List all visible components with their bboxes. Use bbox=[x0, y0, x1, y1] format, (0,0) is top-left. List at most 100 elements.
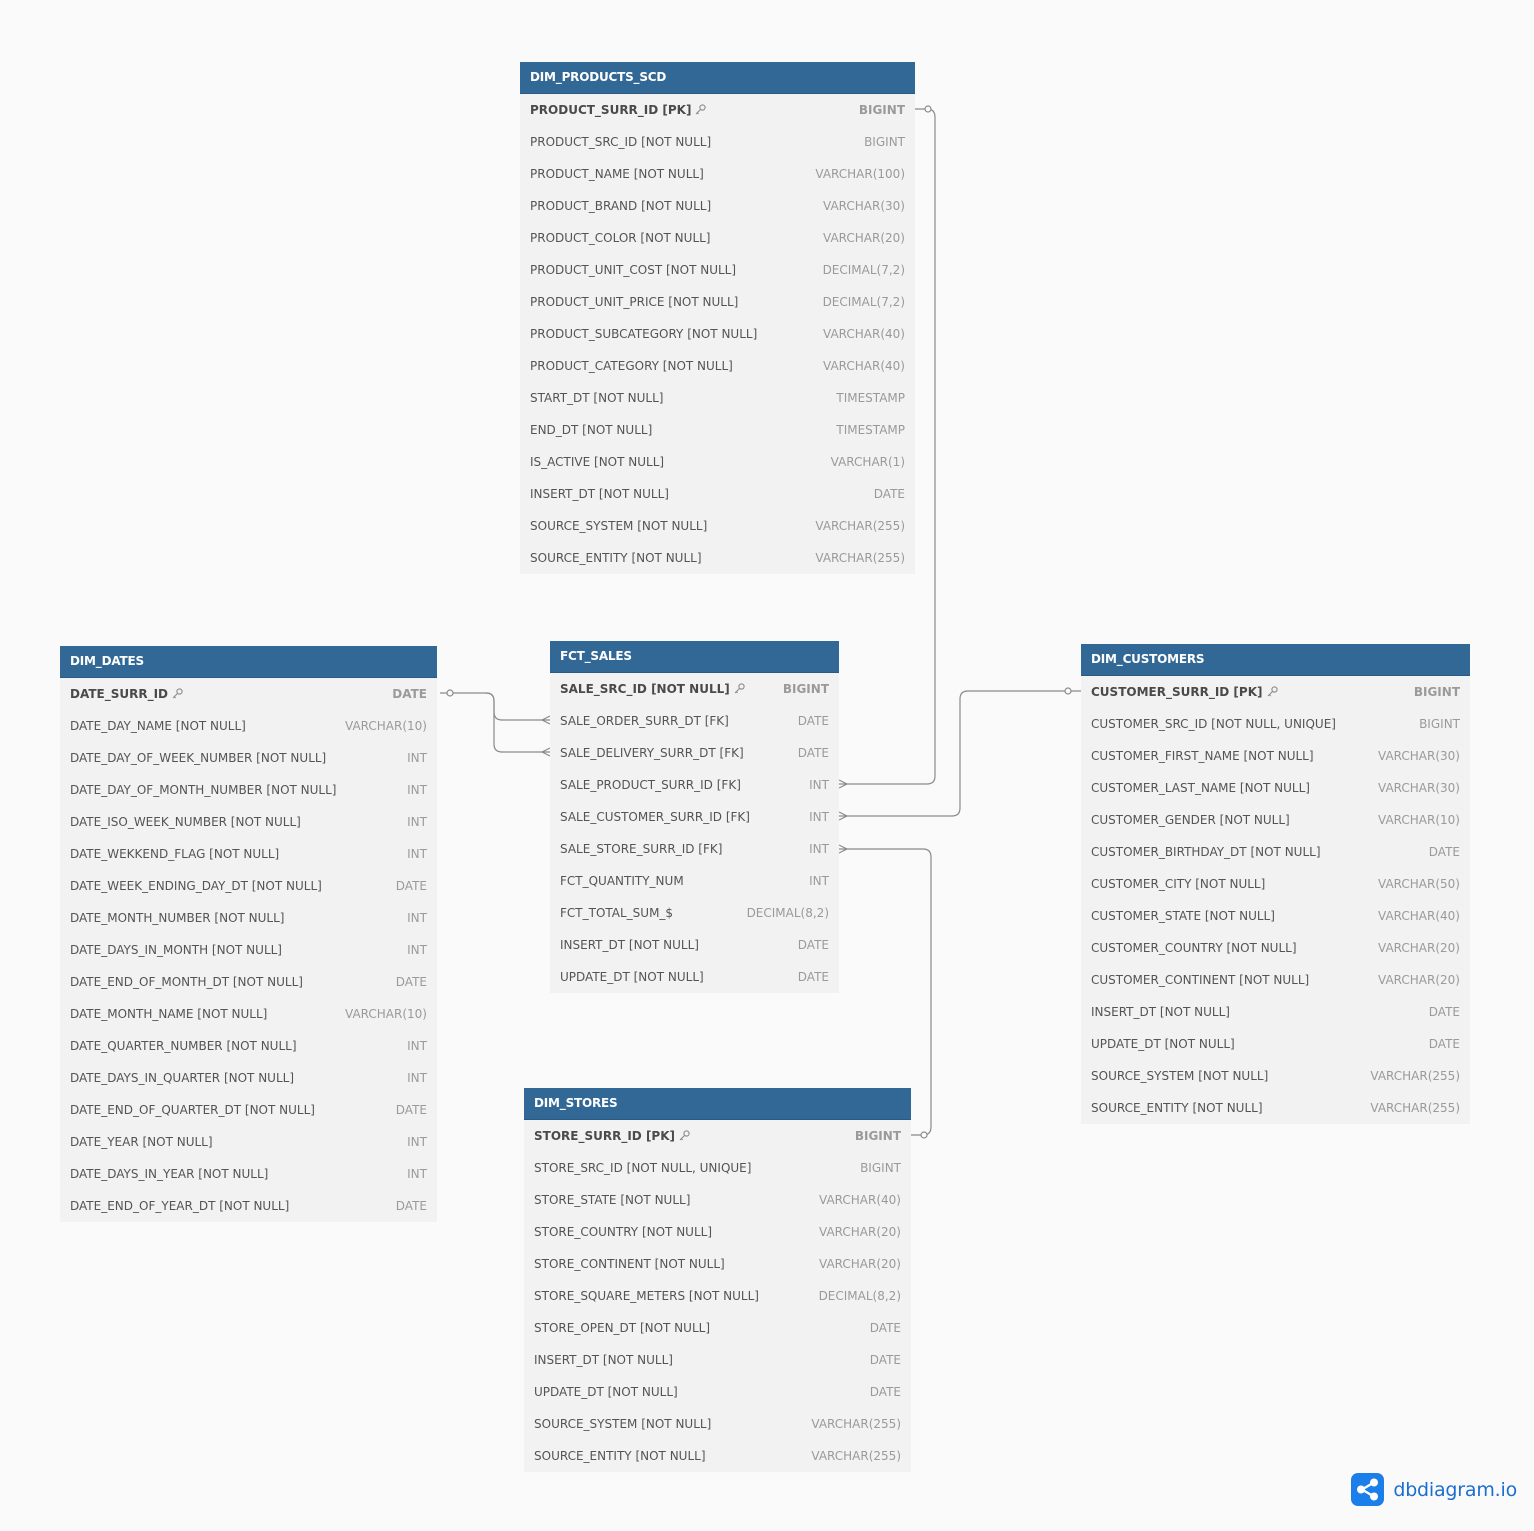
column-row[interactable]: STORE_SURR_ID [PK]BIGINT bbox=[524, 1120, 911, 1152]
column-type: BIGINT bbox=[858, 103, 905, 117]
column-row[interactable]: SALE_ORDER_SURR_DT [FK]DATE bbox=[550, 705, 839, 737]
column-row[interactable]: INSERT_DT [NOT NULL]DATE bbox=[550, 929, 839, 961]
column-row[interactable]: CUSTOMER_COUNTRY [NOT NULL]VARCHAR(20) bbox=[1081, 932, 1470, 964]
column-row[interactable]: SALE_CUSTOMER_SURR_ID [FK]INT bbox=[550, 801, 839, 833]
column-row[interactable]: DATE_DAYS_IN_YEAR [NOT NULL]INT bbox=[60, 1158, 437, 1190]
column-row[interactable]: DATE_DAYS_IN_QUARTER [NOT NULL]INT bbox=[60, 1062, 437, 1094]
column-row[interactable]: CUSTOMER_BIRTHDAY_DT [NOT NULL]DATE bbox=[1081, 836, 1470, 868]
column-row[interactable]: DATE_END_OF_YEAR_DT [NOT NULL]DATE bbox=[60, 1190, 437, 1222]
column-row[interactable]: STORE_SQUARE_METERS [NOT NULL]DECIMAL(8,… bbox=[524, 1280, 911, 1312]
column-row[interactable]: PRODUCT_SUBCATEGORY [NOT NULL]VARCHAR(40… bbox=[520, 318, 915, 350]
column-row[interactable]: CUSTOMER_SRC_ID [NOT NULL, UNIQUE]BIGINT bbox=[1081, 708, 1470, 740]
column-row[interactable]: PRODUCT_SURR_ID [PK]BIGINT bbox=[520, 94, 915, 126]
column-row[interactable]: DATE_YEAR [NOT NULL]INT bbox=[60, 1126, 437, 1158]
column-row[interactable]: CUSTOMER_CITY [NOT NULL]VARCHAR(50) bbox=[1081, 868, 1470, 900]
column-row[interactable]: UPDATE_DT [NOT NULL]DATE bbox=[524, 1376, 911, 1408]
column-type: DATE bbox=[869, 1385, 901, 1399]
column-row[interactable]: STORE_STATE [NOT NULL]VARCHAR(40) bbox=[524, 1184, 911, 1216]
column-type: DATE bbox=[797, 746, 829, 760]
column-row[interactable]: PRODUCT_BRAND [NOT NULL]VARCHAR(30) bbox=[520, 190, 915, 222]
column-row[interactable]: SALE_STORE_SURR_ID [FK]INT bbox=[550, 833, 839, 865]
column-name: CUSTOMER_CONTINENT [NOT NULL] bbox=[1091, 973, 1309, 987]
column-row[interactable]: SOURCE_ENTITY [NOT NULL]VARCHAR(255) bbox=[520, 542, 915, 574]
column-row[interactable]: IS_ACTIVE [NOT NULL]VARCHAR(1) bbox=[520, 446, 915, 478]
column-row[interactable]: DATE_DAY_OF_WEEK_NUMBER [NOT NULL]INT bbox=[60, 742, 437, 774]
column-row[interactable]: STORE_CONTINENT [NOT NULL]VARCHAR(20) bbox=[524, 1248, 911, 1280]
column-name-text: STORE_CONTINENT [NOT NULL] bbox=[534, 1257, 725, 1271]
column-row[interactable]: PRODUCT_CATEGORY [NOT NULL]VARCHAR(40) bbox=[520, 350, 915, 382]
column-row[interactable]: SALE_DELIVERY_SURR_DT [FK]DATE bbox=[550, 737, 839, 769]
column-row[interactable]: INSERT_DT [NOT NULL]DATE bbox=[524, 1344, 911, 1376]
column-name-text: DATE_QUARTER_NUMBER [NOT NULL] bbox=[70, 1039, 297, 1053]
column-name: DATE_ISO_WEEK_NUMBER [NOT NULL] bbox=[70, 815, 301, 829]
column-row[interactable]: DATE_ISO_WEEK_NUMBER [NOT NULL]INT bbox=[60, 806, 437, 838]
column-row[interactable]: SOURCE_ENTITY [NOT NULL]VARCHAR(255) bbox=[1081, 1092, 1470, 1124]
table-header[interactable]: DIM_STORES bbox=[524, 1088, 911, 1120]
column-row[interactable]: STORE_SRC_ID [NOT NULL, UNIQUE]BIGINT bbox=[524, 1152, 911, 1184]
column-row[interactable]: DATE_END_OF_MONTH_DT [NOT NULL]DATE bbox=[60, 966, 437, 998]
column-row[interactable]: INSERT_DT [NOT NULL]DATE bbox=[520, 478, 915, 510]
column-row[interactable]: SALE_PRODUCT_SURR_ID [FK]INT bbox=[550, 769, 839, 801]
column-row[interactable]: CUSTOMER_LAST_NAME [NOT NULL]VARCHAR(30) bbox=[1081, 772, 1470, 804]
brand-logo[interactable]: dbdiagram.io bbox=[1351, 1473, 1517, 1506]
table-header[interactable]: DIM_PRODUCTS_SCD bbox=[520, 62, 915, 94]
column-row[interactable]: PRODUCT_UNIT_PRICE [NOT NULL]DECIMAL(7,2… bbox=[520, 286, 915, 318]
table-header[interactable]: DIM_DATES bbox=[60, 646, 437, 678]
column-row[interactable]: SOURCE_ENTITY [NOT NULL]VARCHAR(255) bbox=[524, 1440, 911, 1472]
column-row[interactable]: STORE_OPEN_DT [NOT NULL]DATE bbox=[524, 1312, 911, 1344]
column-row[interactable]: DATE_END_OF_QUARTER_DT [NOT NULL]DATE bbox=[60, 1094, 437, 1126]
column-row[interactable]: FCT_TOTAL_SUM_$DECIMAL(8,2) bbox=[550, 897, 839, 929]
column-row[interactable]: DATE_DAY_NAME [NOT NULL]VARCHAR(10) bbox=[60, 710, 437, 742]
column-row[interactable]: CUSTOMER_SURR_ID [PK]BIGINT bbox=[1081, 676, 1470, 708]
column-row[interactable]: CUSTOMER_STATE [NOT NULL]VARCHAR(40) bbox=[1081, 900, 1470, 932]
column-row[interactable]: PRODUCT_UNIT_COST [NOT NULL]DECIMAL(7,2) bbox=[520, 254, 915, 286]
column-row[interactable]: CUSTOMER_FIRST_NAME [NOT NULL]VARCHAR(30… bbox=[1081, 740, 1470, 772]
column-row[interactable]: DATE_WEKKEND_FLAG [NOT NULL]INT bbox=[60, 838, 437, 870]
column-name-text: DATE_MONTH_NAME [NOT NULL] bbox=[70, 1007, 268, 1021]
column-row[interactable]: PRODUCT_SRC_ID [NOT NULL]BIGINT bbox=[520, 126, 915, 158]
column-name-text: DATE_DAY_OF_MONTH_NUMBER [NOT NULL] bbox=[70, 783, 337, 797]
column-name: DATE_DAYS_IN_MONTH [NOT NULL] bbox=[70, 943, 282, 957]
column-name: STORE_OPEN_DT [NOT NULL] bbox=[534, 1321, 710, 1335]
column-row[interactable]: PRODUCT_NAME [NOT NULL]VARCHAR(100) bbox=[520, 158, 915, 190]
column-row[interactable]: SOURCE_SYSTEM [NOT NULL]VARCHAR(255) bbox=[520, 510, 915, 542]
column-row[interactable]: PRODUCT_COLOR [NOT NULL]VARCHAR(20) bbox=[520, 222, 915, 254]
column-name: IS_ACTIVE [NOT NULL] bbox=[530, 455, 664, 469]
column-row[interactable]: DATE_WEEK_ENDING_DAY_DT [NOT NULL]DATE bbox=[60, 870, 437, 902]
column-name: PRODUCT_SRC_ID [NOT NULL] bbox=[530, 135, 711, 149]
column-name-text: CUSTOMER_CONTINENT [NOT NULL] bbox=[1091, 973, 1310, 987]
column-row[interactable]: DATE_DAYS_IN_MONTH [NOT NULL]INT bbox=[60, 934, 437, 966]
column-type: BIGINT bbox=[1419, 717, 1460, 731]
column-row[interactable]: END_DT [NOT NULL]TIMESTAMP bbox=[520, 414, 915, 446]
column-row[interactable]: DATE_DAY_OF_MONTH_NUMBER [NOT NULL]INT bbox=[60, 774, 437, 806]
column-name-text: SALE_SRC_ID [NOT NULL] bbox=[560, 682, 730, 696]
column-row[interactable]: SOURCE_SYSTEM [NOT NULL]VARCHAR(255) bbox=[524, 1408, 911, 1440]
column-name-text: STORE_OPEN_DT [NOT NULL] bbox=[534, 1321, 710, 1335]
column-row[interactable]: CUSTOMER_CONTINENT [NOT NULL]VARCHAR(20) bbox=[1081, 964, 1470, 996]
column-row[interactable]: CUSTOMER_GENDER [NOT NULL]VARCHAR(10) bbox=[1081, 804, 1470, 836]
column-row[interactable]: DATE_MONTH_NUMBER [NOT NULL]INT bbox=[60, 902, 437, 934]
column-name-text: FCT_QUANTITY_NUM bbox=[560, 874, 684, 888]
column-row[interactable]: UPDATE_DT [NOT NULL]DATE bbox=[550, 961, 839, 993]
column-row[interactable]: DATE_MONTH_NAME [NOT NULL]VARCHAR(10) bbox=[60, 998, 437, 1030]
column-row[interactable]: STORE_COUNTRY [NOT NULL]VARCHAR(20) bbox=[524, 1216, 911, 1248]
column-row[interactable]: SALE_SRC_ID [NOT NULL]BIGINT bbox=[550, 673, 839, 705]
table-header[interactable]: DIM_CUSTOMERS bbox=[1081, 644, 1470, 676]
column-name-text: IS_ACTIVE [NOT NULL] bbox=[530, 455, 665, 469]
column-name-text: DATE_SURR_ID bbox=[70, 687, 168, 701]
column-row[interactable]: START_DT [NOT NULL]TIMESTAMP bbox=[520, 382, 915, 414]
column-name-text: CUSTOMER_BIRTHDAY_DT [NOT NULL] bbox=[1091, 845, 1321, 859]
column-row[interactable]: UPDATE_DT [NOT NULL]DATE bbox=[1081, 1028, 1470, 1060]
column-row[interactable]: SOURCE_SYSTEM [NOT NULL]VARCHAR(255) bbox=[1081, 1060, 1470, 1092]
column-row[interactable]: DATE_QUARTER_NUMBER [NOT NULL]INT bbox=[60, 1030, 437, 1062]
table-header[interactable]: FCT_SALES bbox=[550, 641, 839, 673]
column-row[interactable]: INSERT_DT [NOT NULL]DATE bbox=[1081, 996, 1470, 1028]
